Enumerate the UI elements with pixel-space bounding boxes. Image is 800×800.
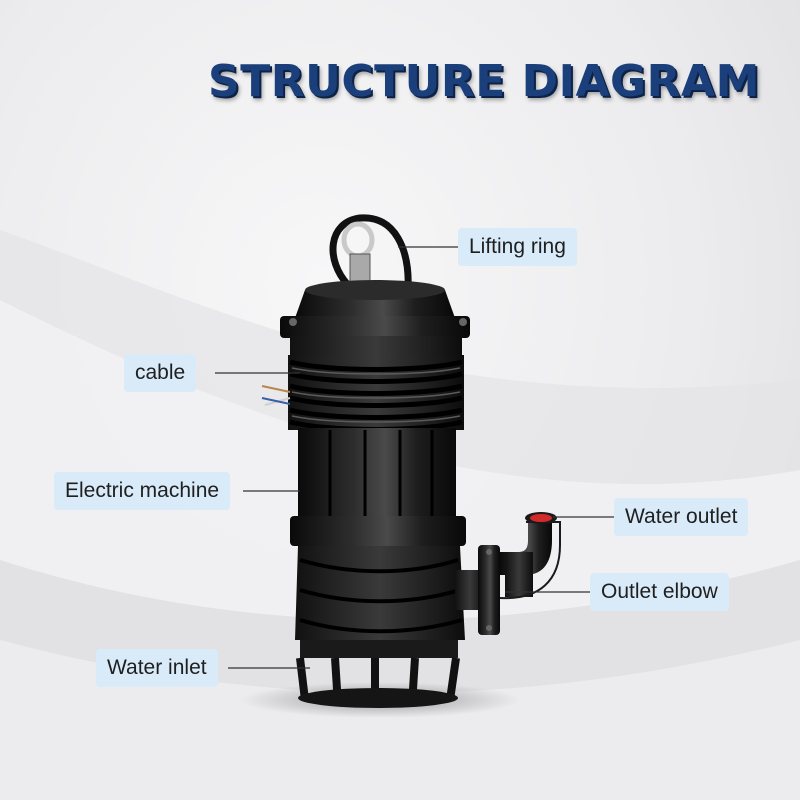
- cable-coil: [261, 355, 464, 432]
- label-cable: cable: [124, 354, 197, 392]
- outlet-opening: [530, 514, 552, 522]
- diagram-title: STRUCTURE DIAGRAM: [208, 56, 760, 107]
- lifting-ring-part: [329, 214, 412, 291]
- water-inlet-base: [296, 640, 460, 708]
- label-electric-machine: Electric machine: [54, 472, 231, 510]
- outlet-elbow-part: [455, 512, 561, 635]
- label-lifting-ring: Lifting ring: [458, 228, 577, 266]
- label-outlet-elbow: Outlet elbow: [590, 573, 729, 611]
- motor-body: [298, 428, 456, 520]
- label-water-inlet: Water inlet: [96, 649, 218, 687]
- label-water-outlet: Water outlet: [614, 498, 749, 536]
